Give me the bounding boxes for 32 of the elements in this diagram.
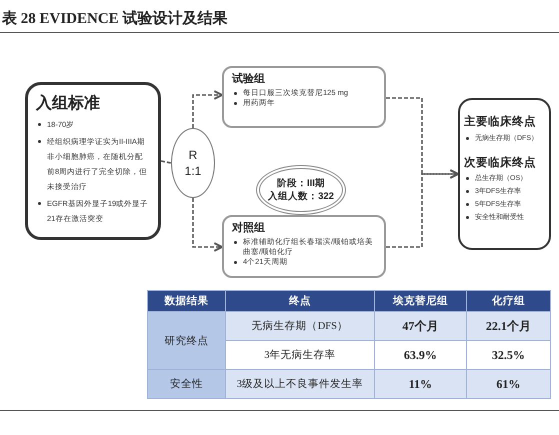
table-cell: 22.1个月: [466, 312, 550, 340]
table-cell: 3级及以上不良事件发生率: [225, 370, 374, 398]
box-heading: 试验组: [232, 72, 266, 87]
arrow: [386, 169, 459, 248]
connector-line: [160, 160, 172, 164]
table-cell: 安全性: [148, 370, 226, 398]
table-cell: 无病生存期（DFS）: [225, 312, 374, 340]
rounded-box: [222, 66, 386, 128]
table-cell: 63.9%: [374, 340, 466, 370]
box-heading: 入组标准: [36, 93, 101, 114]
arrow: [192, 198, 223, 252]
info-line: 入组人数：322: [268, 190, 334, 204]
table-cell: 47个月: [374, 312, 466, 340]
header-cell: 数据结果: [148, 290, 226, 312]
table-cell: 61%: [466, 370, 550, 398]
box-heading: 主要临床终点: [464, 114, 537, 130]
table-cell: 11%: [374, 370, 466, 398]
box-heading: 次要临床终点: [464, 155, 537, 170]
arrow: [192, 90, 223, 128]
table-cell: 3年无病生存率: [225, 340, 374, 370]
rounded-box: [222, 215, 386, 278]
figure-title: 表 28 EVIDENCE 试验设计及结果: [2, 9, 228, 28]
header-cell: 终点: [225, 290, 374, 312]
rounded-box: [25, 82, 161, 240]
table-cell: 32.5%: [466, 340, 550, 370]
box-heading: 对照组: [232, 220, 266, 236]
header-cell: 化疗组: [466, 290, 550, 312]
rounded-box: [458, 98, 551, 250]
table-cell: 研究终点: [148, 312, 226, 370]
ratio-label: R 1:1: [184, 147, 202, 179]
header-cell: 埃克替尼组: [374, 290, 466, 312]
info-line: 阶段：III期: [277, 176, 325, 190]
